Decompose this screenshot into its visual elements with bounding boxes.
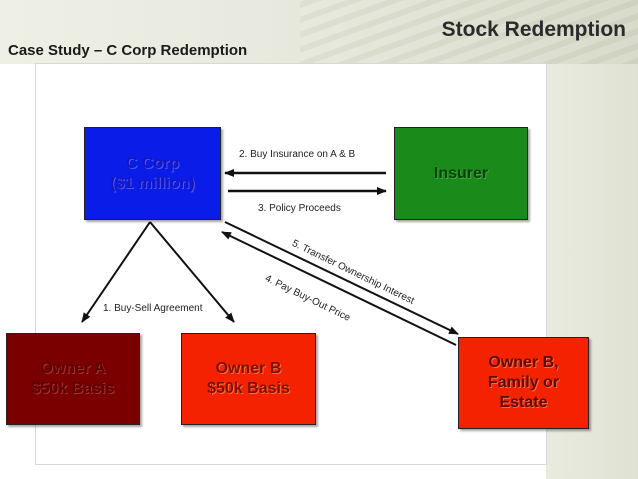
label-policy-proceeds: 3. Policy Proceeds	[258, 203, 341, 214]
node-owner-b-family-line1: Owner B,	[488, 354, 559, 371]
node-owner-b-family-estate: Owner B, Family or Estate	[458, 337, 589, 429]
slide-header: Case Study – C Corp Redemption Stock Red…	[0, 0, 638, 64]
node-insurer-name: Insurer	[433, 164, 489, 182]
node-owner-b-name: Owner B	[215, 360, 282, 377]
node-owner-a: Owner A $50k Basis	[6, 333, 140, 425]
edge-pay-buy-out	[221, 231, 457, 346]
header-texture	[300, 0, 638, 64]
node-c-corp-name: C Corp	[125, 154, 180, 172]
node-owner-b: Owner B $50k Basis	[181, 333, 316, 425]
label-buy-sell-agreement: 1. Buy-Sell Agreement	[103, 303, 203, 314]
node-c-corp-value: ($1 million)	[110, 174, 195, 192]
slide-subtitle: Case Study – C Corp Redemption	[8, 42, 248, 59]
edge-buy-sell-left	[81, 221, 151, 323]
node-owner-b-family-line3: Estate	[499, 394, 548, 411]
node-insurer: Insurer	[394, 127, 528, 220]
label-buy-insurance: 2. Buy Insurance on A & B	[239, 149, 356, 160]
node-owner-a-name: Owner A	[40, 360, 106, 377]
edge-buy-sell-right	[149, 221, 235, 323]
slide-title: Stock Redemption	[441, 18, 626, 41]
node-owner-b-family-line2: Family or	[487, 374, 560, 391]
node-owner-a-basis: $50k Basis	[31, 380, 115, 397]
node-c-corp: C Corp ($1 million)	[84, 127, 221, 220]
node-owner-b-basis: $50k Basis	[207, 380, 290, 397]
edge-transfer-ownership	[224, 221, 459, 335]
